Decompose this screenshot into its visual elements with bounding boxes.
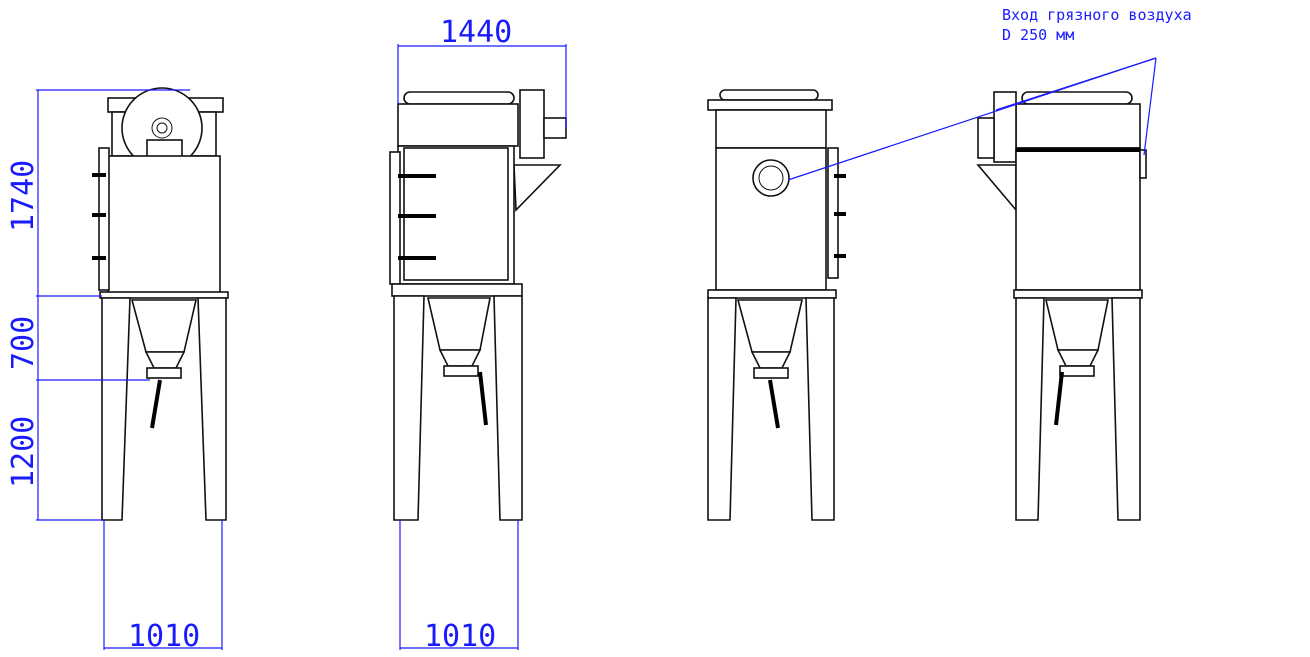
side-right-filter-housing bbox=[1013, 147, 1147, 299]
side-view-left: 1440 1010 bbox=[389, 15, 567, 654]
back-filter-housing bbox=[707, 147, 846, 299]
side-left-dimensions bbox=[397, 44, 567, 650]
side-left-filter-housing bbox=[389, 145, 523, 297]
back-top-assembly bbox=[707, 89, 833, 149]
callout-line-2: D 250 мм bbox=[1002, 26, 1074, 44]
side-left-dim-top-width: 1440 bbox=[440, 15, 512, 50]
back-stand bbox=[707, 297, 835, 521]
front-dim-hopper-height: 700 bbox=[6, 316, 41, 370]
front-stand bbox=[101, 297, 227, 521]
inlet-callout: Вход грязного воздуха D 250 мм bbox=[787, 6, 1192, 181]
front-view: 1740 700 1200 1010 bbox=[6, 87, 229, 654]
dirty-air-inlet-flange bbox=[752, 159, 790, 197]
side-left-top-assembly bbox=[397, 89, 567, 212]
front-dimensions bbox=[36, 89, 223, 650]
front-filter-housing bbox=[92, 147, 229, 299]
front-dim-width: 1010 bbox=[128, 619, 200, 654]
side-left-stand bbox=[393, 295, 523, 521]
front-dim-total-height: 1740 bbox=[6, 160, 41, 232]
front-fan-assembly bbox=[107, 87, 224, 211]
side-view-right bbox=[976, 91, 1147, 521]
side-right-stand bbox=[1015, 297, 1141, 521]
front-dim-leg-height: 1200 bbox=[6, 416, 41, 488]
callout-line-1: Вход грязного воздуха bbox=[1002, 6, 1192, 24]
back-view bbox=[707, 89, 846, 521]
side-left-dim-width: 1010 bbox=[424, 619, 496, 654]
